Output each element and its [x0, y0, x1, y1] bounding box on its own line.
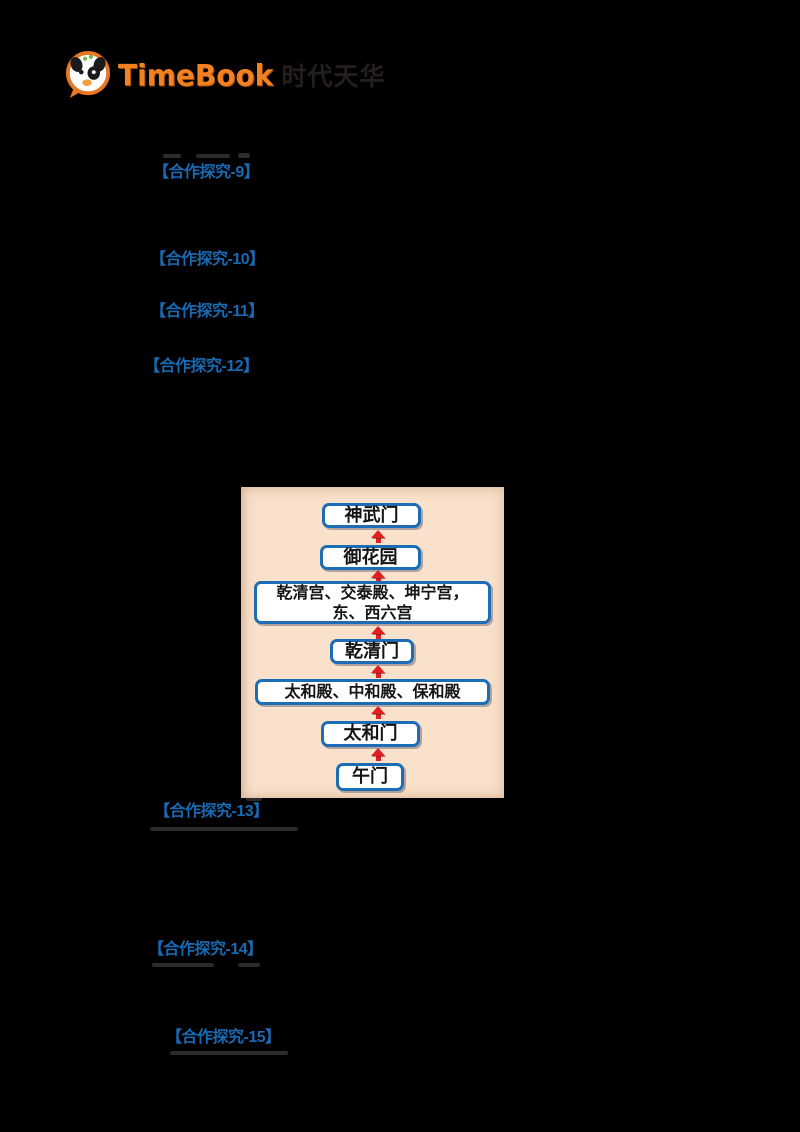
up-arrow-icon: [371, 626, 385, 639]
faint-text-fragment: [246, 796, 262, 801]
flow-node-wumen: 午门: [336, 763, 404, 791]
faint-text-fragment: [238, 963, 260, 967]
up-arrow-icon: [371, 530, 385, 543]
section-tag-13: 【合作探究-13】: [154, 803, 269, 820]
faint-text-fragment: [150, 827, 298, 831]
forbidden-city-route-flowchart: 神武门 御花园 乾清宫、交泰殿、坤宁宫， 东、西六宫 乾清门 太和殿、中和殿、保…: [241, 487, 504, 798]
section-tag-14: 【合作探究-14】: [148, 941, 263, 958]
flow-node-qianqingmen: 乾清门: [330, 639, 414, 664]
flow-node-taihedian-group: 太和殿、中和殿、保和殿: [255, 679, 490, 705]
up-arrow-icon: [371, 665, 385, 678]
section-tag-12: 【合作探究-12】: [144, 358, 259, 375]
timebook-dog-icon: [65, 51, 111, 99]
flow-node-yuhuayuan: 御花园: [320, 545, 421, 570]
section-tag-15: 【合作探究-15】: [166, 1029, 281, 1046]
up-arrow-icon: [371, 748, 385, 761]
flow-node-taihemen: 太和门: [321, 721, 420, 747]
faint-text-fragment: [152, 963, 214, 967]
logo-brand-text: TimeBook: [118, 57, 274, 93]
section-tag-10: 【合作探究-10】: [150, 251, 265, 268]
faint-text-fragment: [238, 153, 250, 158]
up-arrow-icon: [371, 706, 385, 719]
flow-node-shenwumen: 神武门: [322, 503, 421, 528]
faint-text-fragment: [170, 1051, 288, 1055]
timebook-logo: TimeBook 时代天华: [64, 48, 384, 102]
section-tag-9: 【合作探究-9】: [153, 164, 260, 181]
logo-brand-chinese-text: 时代天华: [281, 63, 386, 91]
up-arrow-icon: [371, 570, 385, 583]
flow-node-qianqinggong-group: 乾清宫、交泰殿、坤宁宫， 东、西六宫: [254, 581, 491, 624]
section-tag-11: 【合作探究-11】: [150, 303, 264, 320]
faint-text-fragment: [196, 154, 230, 158]
faint-text-fragment: [163, 154, 181, 158]
